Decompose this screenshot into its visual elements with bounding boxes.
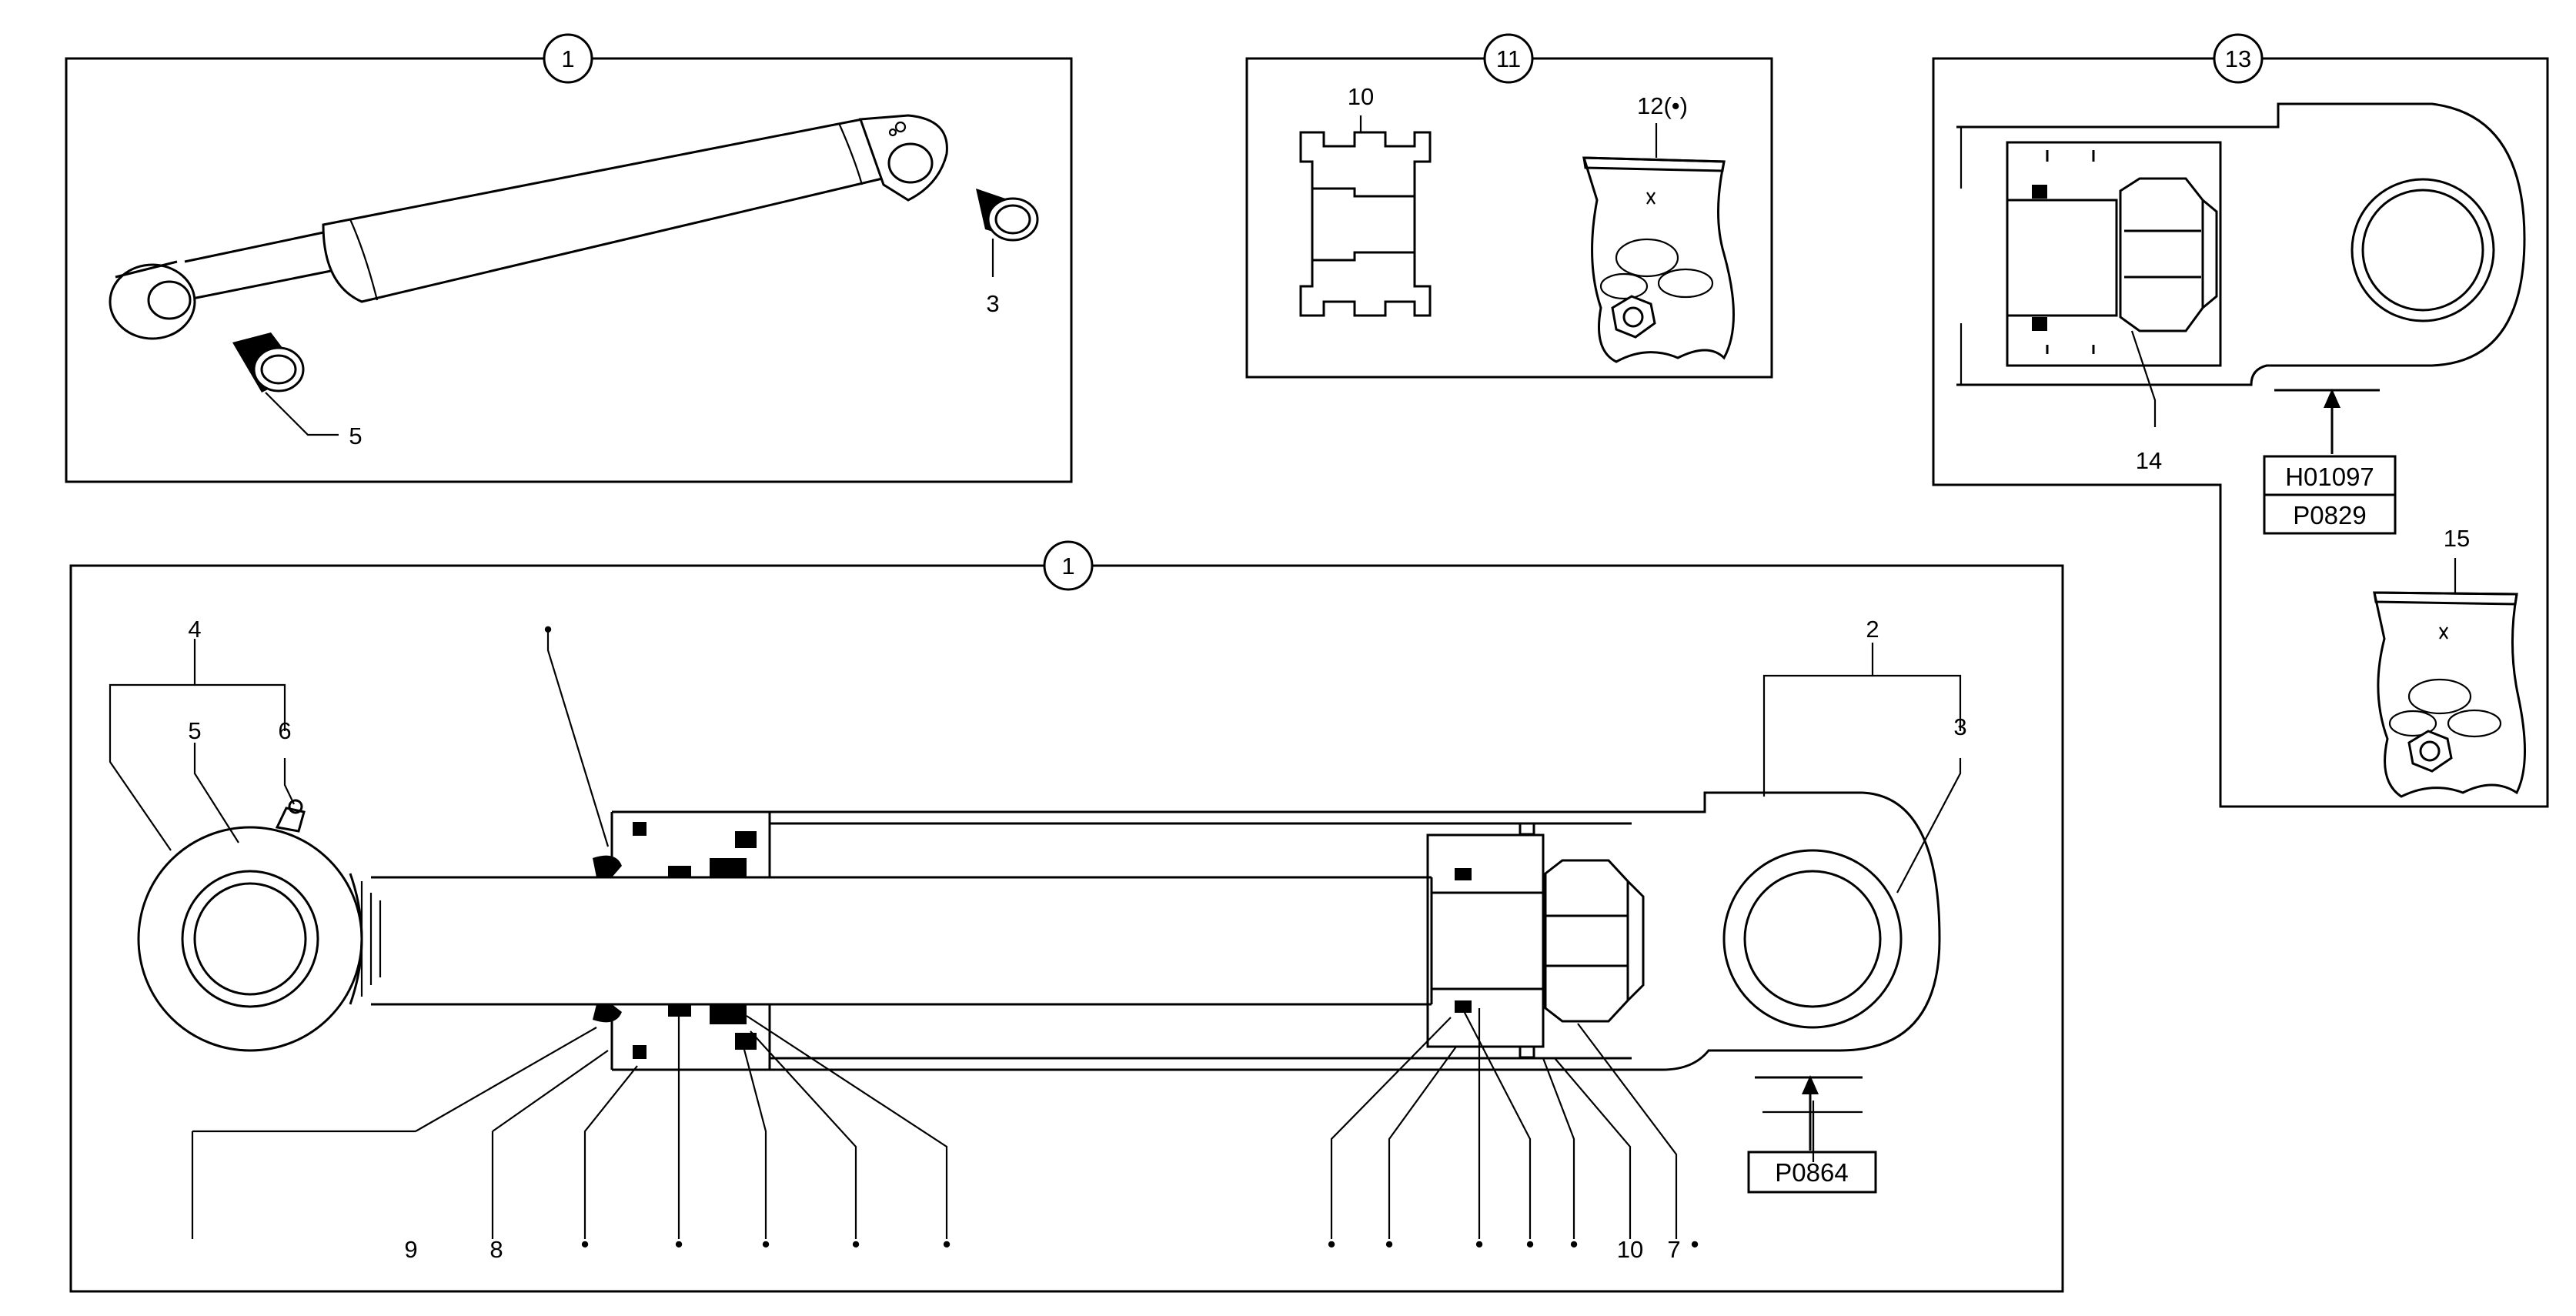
label-gland-8: 8	[489, 1236, 503, 1263]
callout-number: 1	[561, 45, 574, 72]
panel-seal-kit: 11 10 12(•)	[1245, 33, 1773, 379]
label-rod-eye-bushing-5: 5	[188, 717, 201, 744]
kit-marker: •	[943, 1231, 951, 1258]
ref-code-box	[1747, 1151, 1877, 1194]
kit-marker: •	[762, 1231, 770, 1258]
callout-number: 11	[1496, 45, 1521, 72]
callout-circle	[543, 33, 593, 84]
panel-frame	[1932, 57, 2549, 808]
label-cylinder-tube-2: 2	[1866, 616, 1879, 643]
ref-code-p0829: P0829	[2293, 501, 2366, 529]
kit-marker: •	[581, 1231, 590, 1258]
kit-marker: •	[1570, 1231, 1579, 1258]
label-bushing-5: 5	[349, 423, 362, 449]
kit-marker: •	[1385, 1231, 1394, 1258]
label-nut-14: 14	[2136, 447, 2162, 474]
kit-marker: •	[852, 1231, 860, 1258]
kit-marker: •	[1691, 1231, 1699, 1258]
kit-marker: •	[675, 1231, 683, 1258]
bushing-3	[976, 189, 1039, 277]
label-seal-bag-15: 15	[2444, 525, 2470, 552]
kit-marker: •	[1475, 1231, 1484, 1258]
panel-piston-detail: 13 14 H01097 P0829	[1932, 33, 2549, 808]
kit-marker: •	[1526, 1231, 1535, 1258]
ref-arrow	[2274, 389, 2380, 454]
label-grease-nipple-6: 6	[278, 717, 291, 744]
label-tube-eye-bushing-3: 3	[1953, 713, 1966, 740]
piston-detail-section	[1956, 102, 2526, 427]
callout-circle	[1043, 540, 1094, 591]
cylinder-illustration	[109, 114, 948, 340]
panel-frame	[69, 564, 2064, 1293]
label-piston-10: 10	[1348, 83, 1374, 110]
kit-marker: •	[1328, 1231, 1336, 1258]
panel-cylinder-section: 1	[69, 540, 2064, 1293]
bushing-5	[232, 332, 339, 436]
ref-code-box	[2263, 493, 2397, 535]
label-bushing-3: 3	[986, 290, 999, 317]
callout-number: 1	[1061, 553, 1074, 580]
kit-marker: •	[544, 616, 553, 643]
panel-cylinder-overview: 1 3	[65, 33, 1073, 483]
callout-number: 13	[2225, 45, 2251, 72]
label-nut-7: 7	[1667, 1236, 1680, 1263]
label-rod-eye-group-4: 4	[188, 616, 201, 643]
ref-arrow	[1755, 1075, 1863, 1151]
seal-bag-icon	[1582, 123, 1735, 363]
callout-circle	[1483, 33, 1534, 84]
ref-code-p0864: P0864	[1775, 1158, 1848, 1187]
cylinder-section-drawing	[137, 791, 1941, 1071]
ref-code-h01097: H01097	[2285, 463, 2374, 491]
piston-section	[1299, 115, 1432, 317]
label-wiper-9: 9	[404, 1236, 417, 1263]
seal-bag-icon	[2373, 558, 2526, 798]
label-seal-bag-12: 12(•)	[1637, 92, 1688, 119]
callout-circle	[2213, 33, 2264, 84]
leader-lines	[109, 631, 1962, 1239]
label-piston-10: 10	[1617, 1236, 1643, 1263]
